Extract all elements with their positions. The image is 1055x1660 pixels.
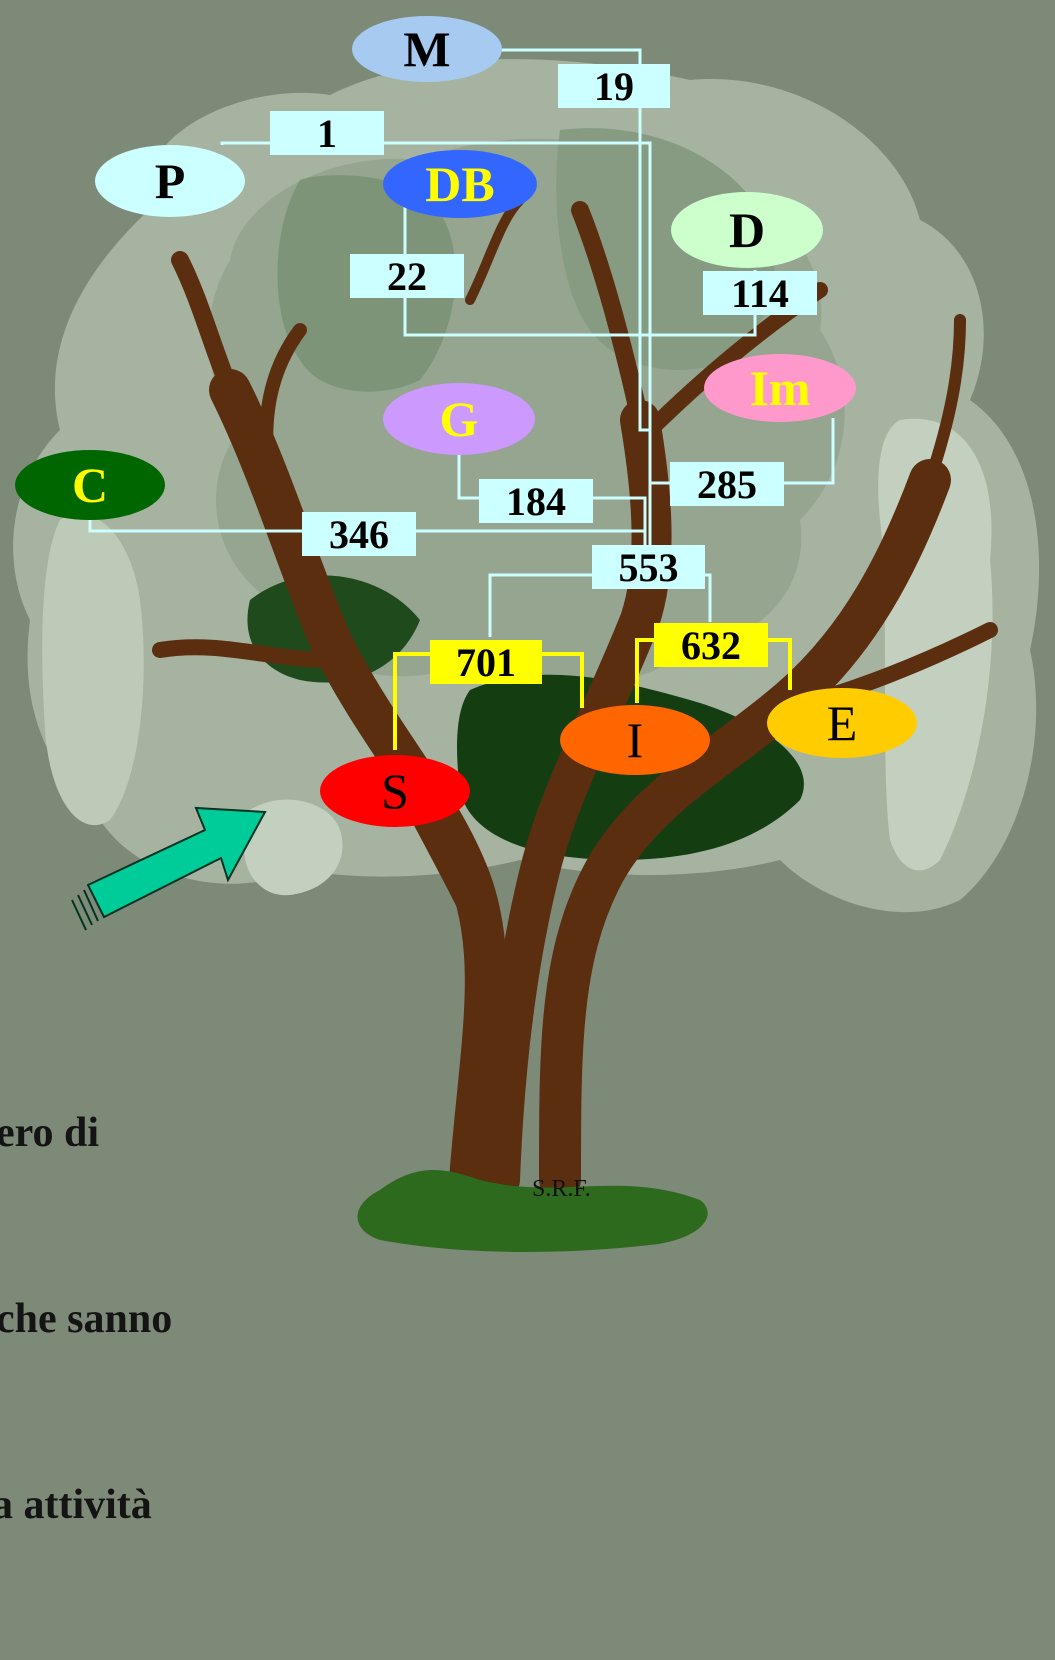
count-box-184: 184 bbox=[479, 479, 593, 524]
node-I: I bbox=[560, 705, 710, 775]
caption-line-3: a attività bbox=[0, 1482, 152, 1528]
count-box-1: 1 bbox=[270, 111, 384, 156]
count-box-114: 114 bbox=[703, 271, 817, 316]
node-DB: DB bbox=[383, 150, 537, 218]
caption-line-2: che sanno bbox=[0, 1296, 173, 1342]
tree-diagram-slide: 19 1 22 114 285 184 346 553 701 632 M P … bbox=[0, 16, 1040, 1528]
foliage-highlight-left bbox=[42, 513, 144, 826]
count-box-19: 19 bbox=[558, 64, 670, 109]
caption: ero di che sanno a attività bbox=[0, 978, 176, 1660]
node-D: D bbox=[671, 192, 823, 268]
count-box-553: 553 bbox=[592, 545, 705, 590]
count-box-632: 632 bbox=[654, 623, 768, 668]
connector-M bbox=[500, 48, 650, 432]
node-M: M bbox=[352, 16, 502, 82]
count-box-346: 346 bbox=[302, 512, 416, 557]
count-box-22: 22 bbox=[350, 254, 464, 299]
node-C: C bbox=[15, 450, 165, 520]
caption-line-1: ero di bbox=[0, 1110, 100, 1156]
node-P: P bbox=[95, 145, 245, 217]
foliage-highlight-bottom bbox=[244, 799, 343, 896]
credit-text: S.R.F. bbox=[532, 1176, 591, 1202]
node-Im: Im bbox=[704, 354, 856, 422]
count-box-701: 701 bbox=[430, 640, 542, 685]
connector-P bbox=[220, 141, 652, 545]
node-G: G bbox=[383, 383, 535, 455]
node-E: E bbox=[767, 688, 917, 758]
count-box-285: 285 bbox=[670, 462, 784, 507]
node-S: S bbox=[320, 755, 470, 827]
arrow-icon bbox=[71, 806, 267, 931]
